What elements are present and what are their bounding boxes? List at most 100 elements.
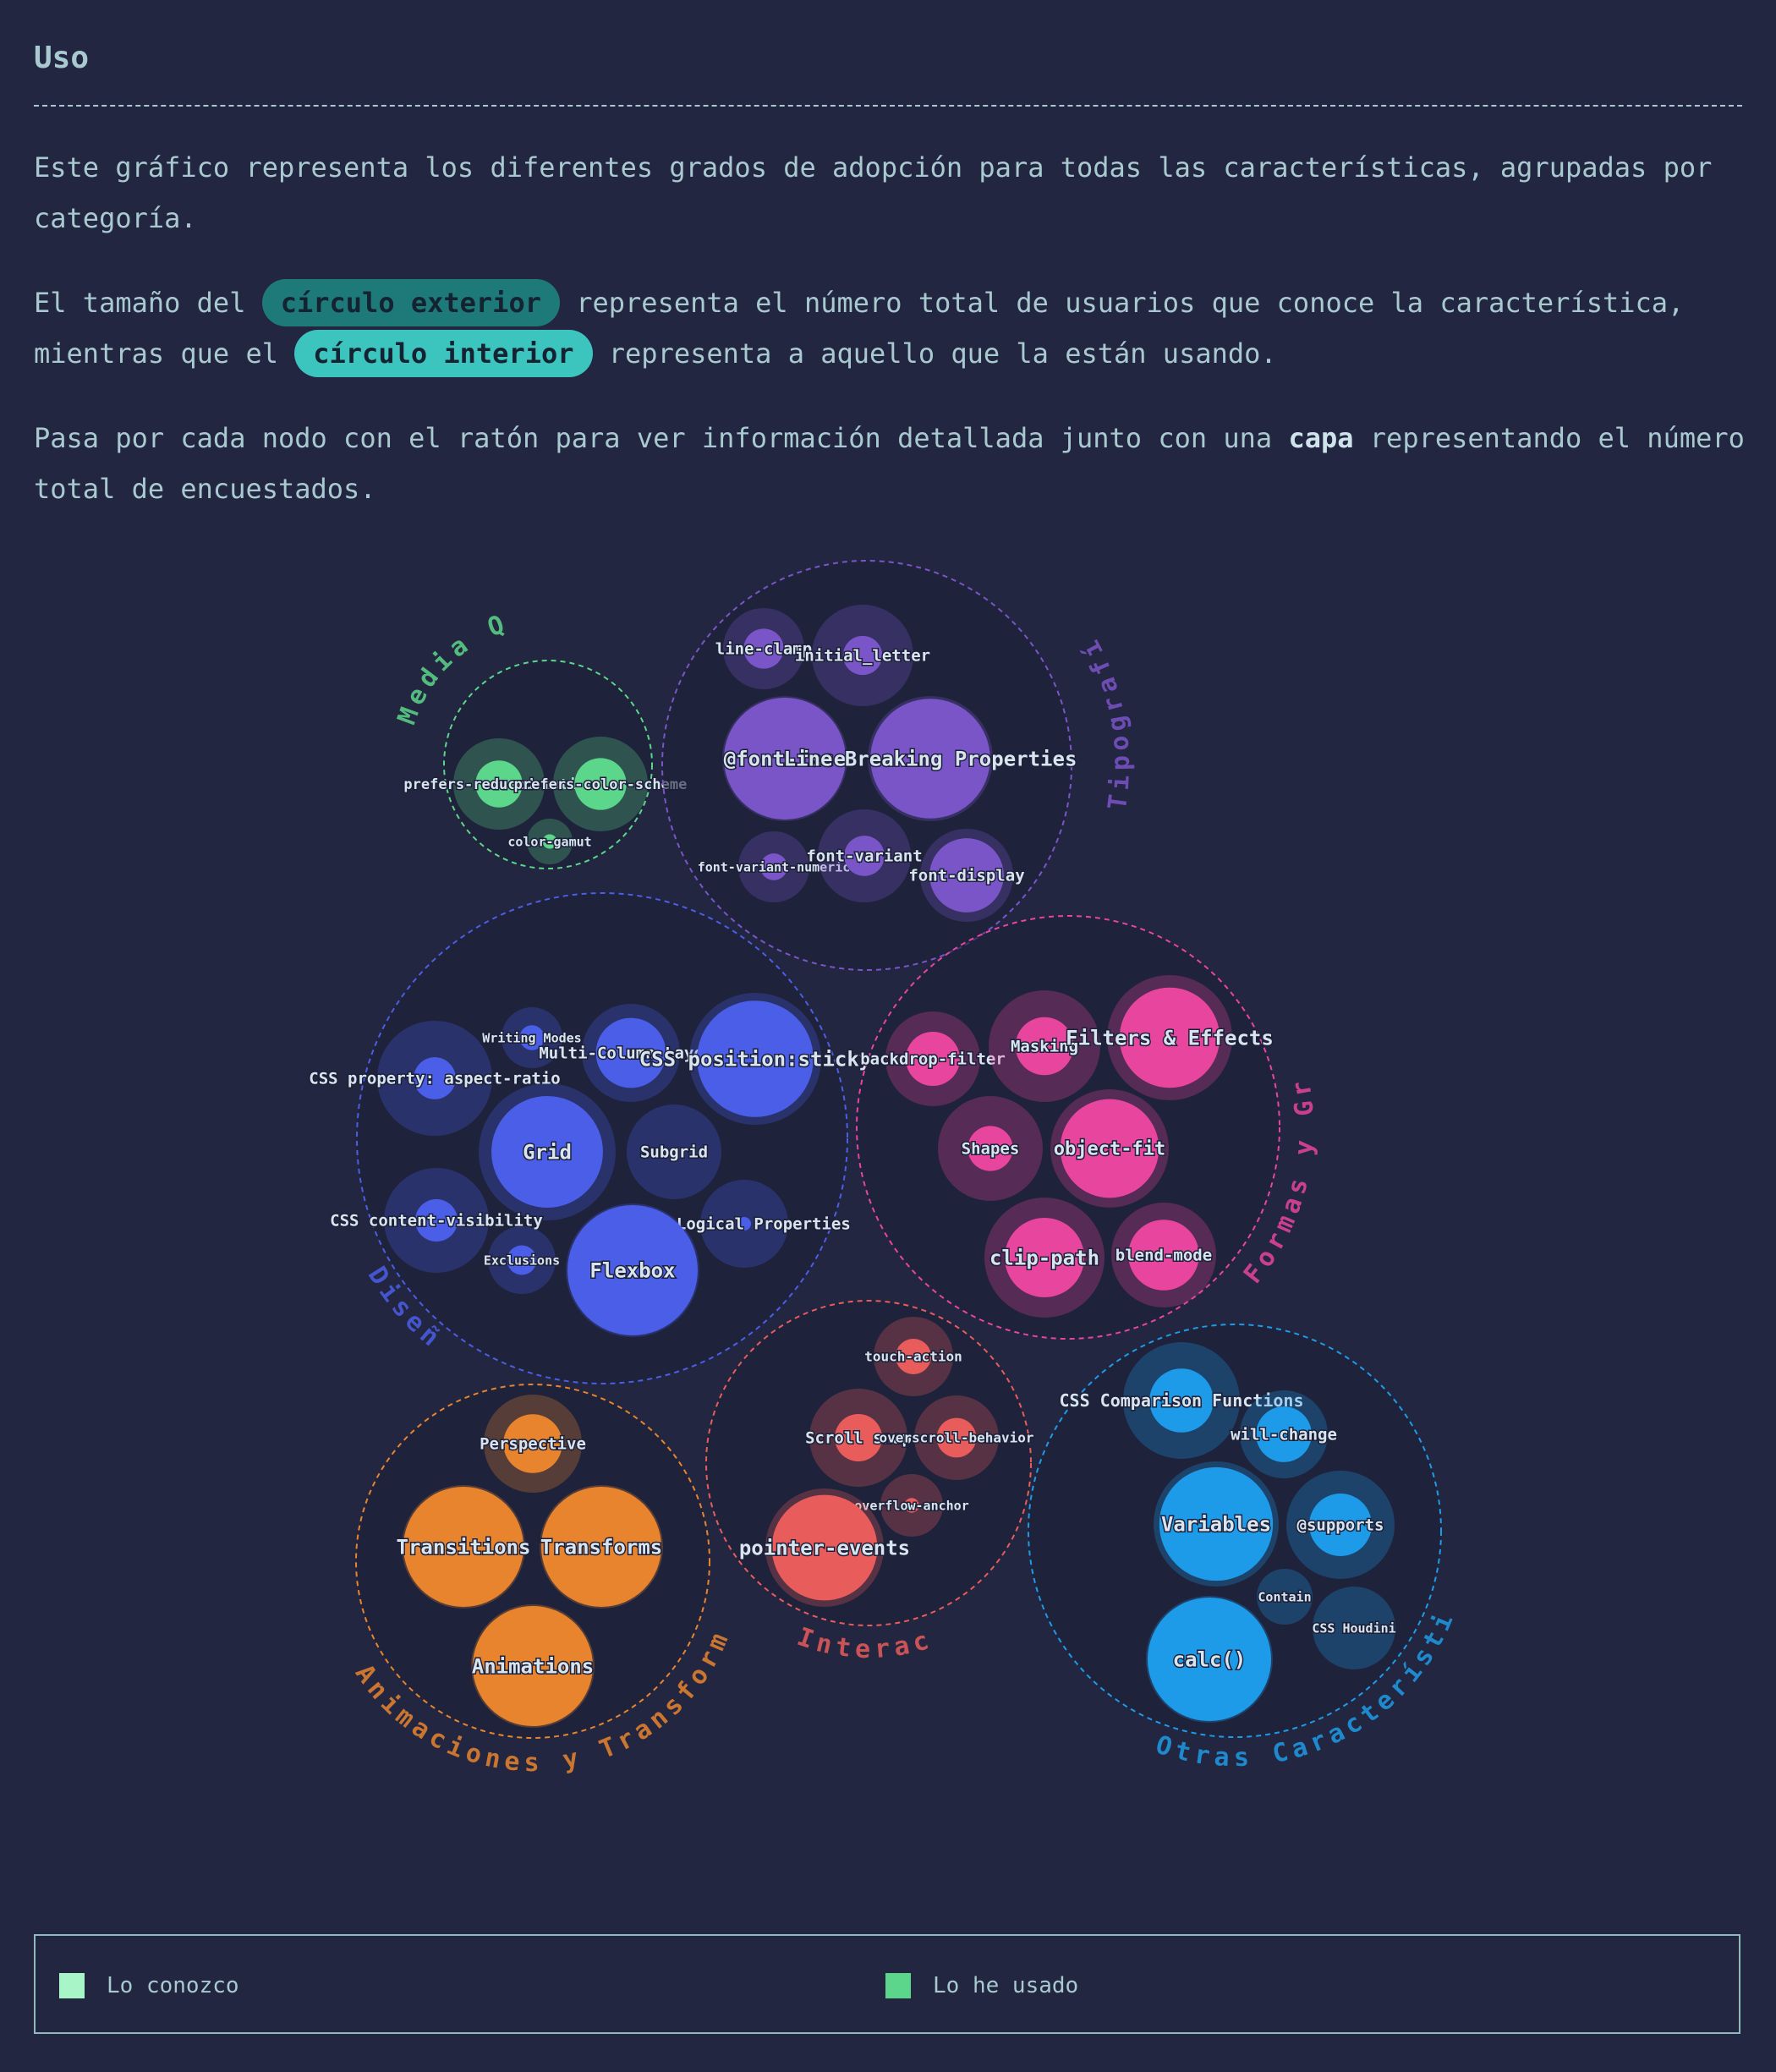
bubble-node[interactable]: Transforms	[539, 1485, 664, 1609]
bubble-node[interactable]: object-fit	[1050, 1089, 1169, 1208]
bubble-inner[interactable]	[542, 834, 557, 849]
bubble-node[interactable]: CSS position:sticky	[638, 993, 873, 1125]
bubble-node[interactable]: calc()	[1146, 1596, 1273, 1723]
bubble-inner[interactable]	[760, 853, 787, 880]
bubble-node[interactable]: prefers-reduced-motion	[403, 738, 595, 830]
bubble-node[interactable]: Subgrid	[627, 1105, 721, 1199]
section-title: Uso	[34, 41, 90, 75]
bubble-inner[interactable]	[771, 1494, 878, 1601]
bubble-label: Exclusions	[484, 1253, 560, 1268]
bubble-node[interactable]: prefers-color-scheme	[513, 737, 688, 831]
bubble-node[interactable]: CSS Comparison Functions	[1058, 1342, 1305, 1459]
bubble-chart[interactable]: prefers-reduced-motionprefers-color-sche…	[0, 541, 1776, 1776]
bubble-node[interactable]: overscroll-behavior	[878, 1395, 1035, 1480]
bubble-node[interactable]: Exclusions	[482, 1226, 562, 1294]
bubble-node[interactable]: font-display	[907, 829, 1026, 922]
bubble-outer[interactable]	[1257, 1569, 1313, 1625]
bubble-node[interactable]: font-variant-numeric	[696, 831, 852, 902]
bubble-node[interactable]: Grid	[479, 1083, 616, 1220]
bubble-node[interactable]: Flexbox	[566, 1203, 699, 1337]
bubble-inner[interactable]	[1149, 1368, 1214, 1433]
group-label: Media Queries	[0, 541, 513, 728]
bubble-inner[interactable]	[835, 1414, 882, 1461]
bubble-inner[interactable]	[567, 1205, 698, 1335]
bubble-inner[interactable]	[541, 1487, 661, 1607]
bubble-node[interactable]: Line Breaking Properties	[782, 696, 1078, 821]
bubble-inner[interactable]	[503, 1414, 562, 1473]
bubble-label: Masking	[1011, 1038, 1078, 1056]
bubble-node[interactable]: Perspective	[479, 1395, 587, 1493]
bubble-inner[interactable]	[491, 1096, 603, 1208]
bubble-inner[interactable]	[697, 1000, 814, 1117]
bubble-node[interactable]: @font-face	[722, 696, 847, 821]
bubble-inner[interactable]	[929, 838, 1004, 913]
bubble-node[interactable]: CSS Logical Properties	[637, 1180, 852, 1268]
bubble-inner[interactable]	[475, 760, 523, 808]
bubble-node[interactable]: touch-action	[863, 1317, 963, 1396]
bubble-inner[interactable]	[1128, 1220, 1199, 1291]
bubble-inner[interactable]	[574, 758, 627, 810]
bubble-label: Variables	[1161, 1512, 1271, 1536]
bubble-node[interactable]: Animations	[470, 1604, 595, 1728]
bubble-node[interactable]: clip-path	[984, 1198, 1105, 1318]
bubble-node[interactable]: backdrop-filter	[859, 1011, 1006, 1106]
bubble-node[interactable]: will-change	[1230, 1390, 1338, 1478]
bubble-node[interactable]: Variables	[1154, 1461, 1279, 1587]
bubble-inner[interactable]	[414, 1198, 458, 1242]
bubble-node[interactable]: Transitions	[395, 1485, 532, 1609]
bubble-inner[interactable]	[967, 1126, 1013, 1171]
legend-label-used: Lo he usado	[933, 1973, 1079, 1998]
bubble-inner[interactable]	[842, 635, 883, 676]
bubble-node[interactable]: CSS property: aspect-ratio	[308, 1021, 562, 1136]
bubble-node[interactable]: Contain	[1257, 1569, 1313, 1625]
bubble-label: Perspective	[480, 1435, 586, 1454]
bubble-inner[interactable]	[1060, 1099, 1159, 1198]
bubble-node[interactable]: line-clamp	[714, 608, 814, 689]
bubble-inner[interactable]	[743, 628, 784, 669]
bubble-inner[interactable]	[403, 1487, 523, 1607]
bubble-inner[interactable]	[870, 699, 990, 819]
bubble-inner[interactable]	[595, 1017, 666, 1088]
bubble-inner[interactable]	[473, 1606, 593, 1726]
bubble-node[interactable]: Filters & Effects	[1065, 975, 1274, 1100]
legend-item-used: Lo he usado	[885, 1973, 1078, 1998]
bubble-inner[interactable]	[895, 1338, 932, 1375]
bubble-inner[interactable]	[1148, 1598, 1271, 1721]
bubble-node[interactable]: CSS content-visibility	[329, 1168, 544, 1273]
bubble-node[interactable]: initial_letter	[793, 605, 932, 706]
bubble-inner[interactable]	[1119, 987, 1220, 1088]
bubble-node[interactable]: Shapes	[938, 1096, 1043, 1201]
bubble-outer[interactable]	[1313, 1587, 1395, 1669]
bubble-node[interactable]: color-gamut	[507, 819, 593, 864]
group-outline	[355, 1384, 710, 1739]
bubble-inner[interactable]	[1015, 1017, 1074, 1076]
bubble-inner[interactable]	[904, 1498, 919, 1513]
bubble-inner[interactable]	[1309, 1494, 1372, 1556]
bubble-inner[interactable]	[1159, 1466, 1274, 1581]
bubble-node[interactable]: Writing Modes	[481, 1007, 583, 1068]
bubble-outer[interactable]	[627, 1105, 721, 1199]
bubble-label: clip-path	[989, 1246, 1099, 1269]
bubble-inner[interactable]	[724, 698, 846, 819]
bubble-node[interactable]: Masking	[989, 990, 1100, 1102]
bubble-inner[interactable]	[737, 1216, 752, 1231]
bubble-inner[interactable]	[905, 1031, 961, 1087]
bubble-inner[interactable]	[936, 1417, 977, 1458]
outer-circle-pill: círculo exterior	[261, 279, 560, 326]
inner-circle-pill: círculo interior	[294, 330, 593, 377]
bubble-node[interactable]: pointer-events	[737, 1488, 912, 1607]
bubble-inner[interactable]	[414, 1057, 456, 1099]
bubble-inner[interactable]	[1256, 1406, 1312, 1462]
bubble-node[interactable]: @supports	[1286, 1471, 1395, 1579]
bubble-node[interactable]: overflow-anchor	[853, 1474, 970, 1537]
bubble-node[interactable]: font-variant	[805, 809, 924, 902]
bubble-node[interactable]: CSS Houdini	[1311, 1587, 1397, 1669]
bubble-inner[interactable]	[1004, 1217, 1085, 1298]
bubble-label: CSS Comparison Functions	[1060, 1390, 1304, 1411]
bubble-node[interactable]: Scroll snap	[804, 1389, 913, 1487]
bubble-inner[interactable]	[844, 836, 885, 876]
bubble-inner[interactable]	[507, 1245, 537, 1275]
bubble-node[interactable]: blend-mode	[1111, 1203, 1216, 1307]
bubble-node[interactable]: Multi-Column Layout	[538, 1004, 724, 1102]
bubble-inner[interactable]	[519, 1025, 545, 1050]
